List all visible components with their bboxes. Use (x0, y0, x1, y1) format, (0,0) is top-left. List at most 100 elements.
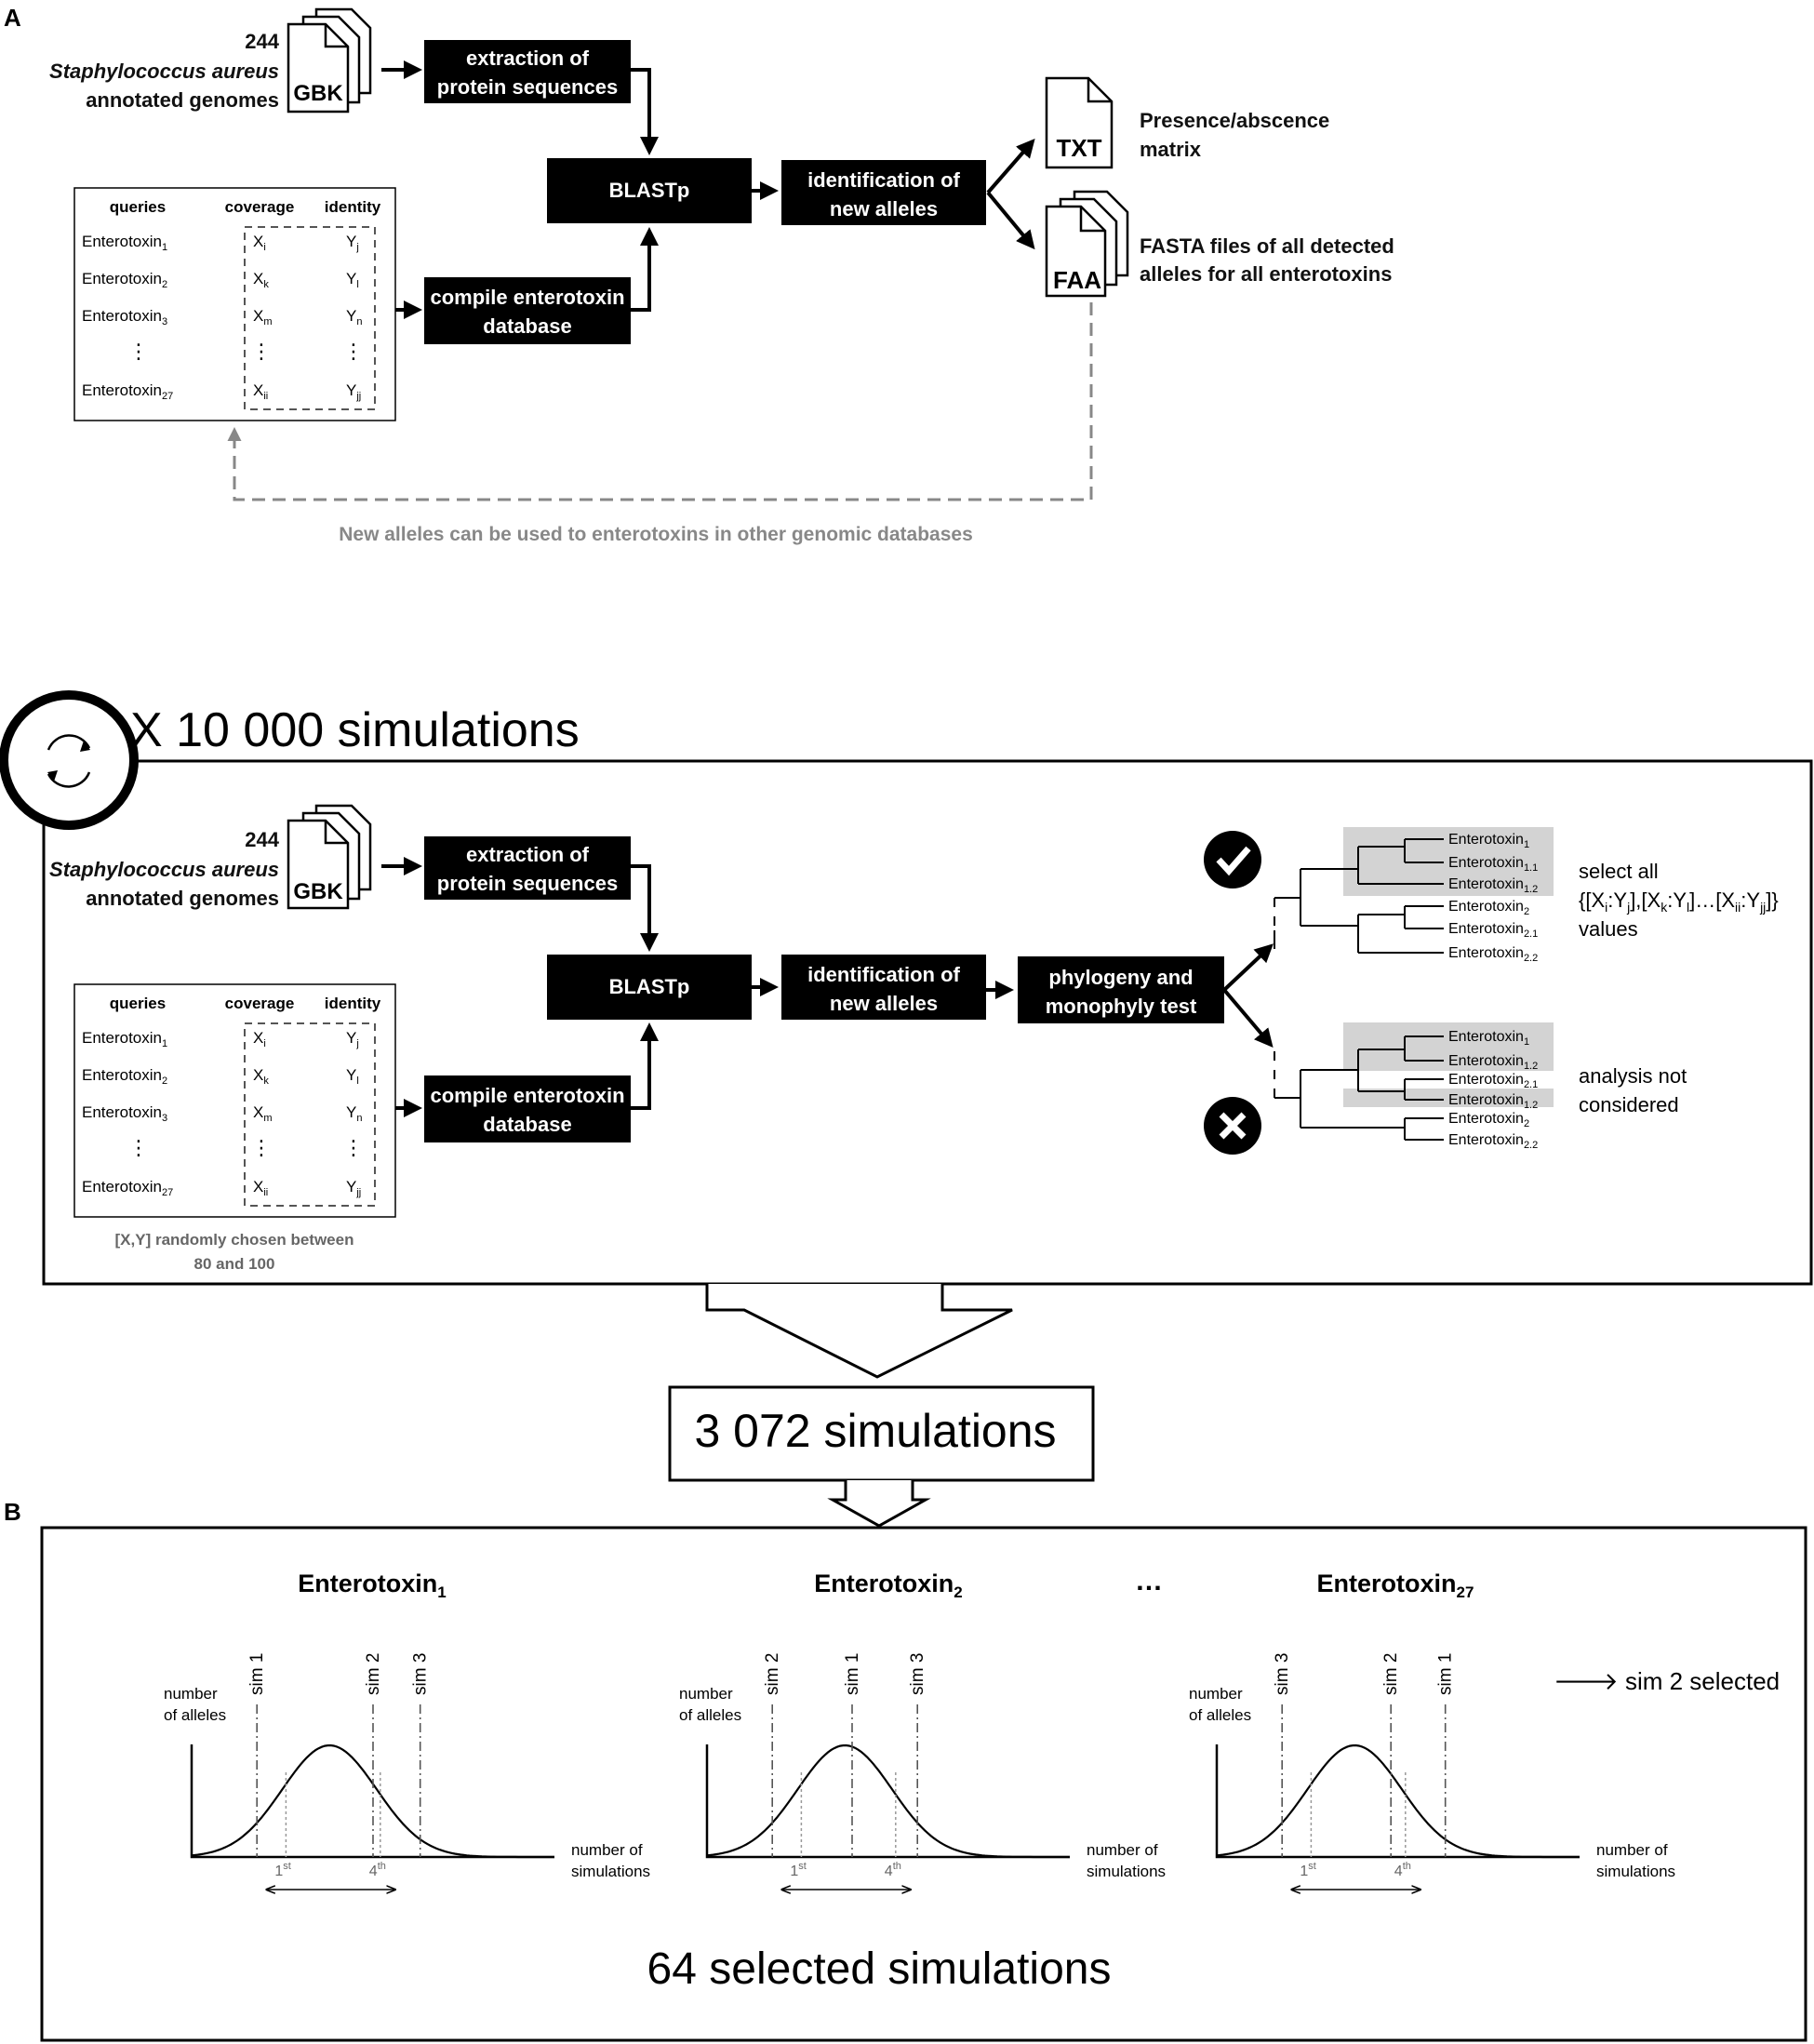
svg-text:annotated genomes: annotated genomes (86, 887, 279, 910)
txt-file-icon: TXT (1045, 76, 1114, 169)
svg-text:Enterotoxin27: Enterotoxin27 (82, 381, 173, 402)
sim-label: sim 1 (247, 1653, 267, 1695)
svg-text:Staphylococcus aureus: Staphylococcus aureus (49, 858, 279, 881)
panel-b: B … 🡒 sim 2 selected Enterotoxin1numbero… (4, 1498, 1807, 2042)
selection-note: 🡒 sim 2 selected (1554, 1667, 1780, 1695)
table-ellipsis: ⋮ (128, 340, 149, 363)
select-values-label: {[Xi:Yj],[Xk:Yl]…[Xii:Yjj]} (1579, 888, 1779, 915)
svg-text:⋮: ⋮ (343, 1136, 364, 1159)
y-axis-label: number (164, 1685, 218, 1703)
svg-text:80 and 100: 80 and 100 (194, 1255, 275, 1273)
blastp-box: BLASTp (547, 955, 752, 1020)
panel-a-label: A (4, 4, 21, 32)
check-icon (1204, 831, 1261, 888)
svg-text:244: 244 (245, 828, 279, 851)
svg-text:new alleles: new alleles (830, 197, 938, 220)
svg-text:Enterotoxin1: Enterotoxin1 (82, 233, 167, 253)
svg-text:queries: queries (110, 995, 166, 1012)
sim-label: sim 1 (1436, 1653, 1456, 1695)
chart-title: Enterotoxin27 (1317, 1570, 1474, 1601)
sim-label: sim 2 (763, 1653, 782, 1695)
axes (1215, 1744, 1580, 1859)
svg-text:simulations: simulations (571, 1863, 650, 1880)
svg-text:Enterotoxin2: Enterotoxin2 (82, 1066, 167, 1087)
bottom-label: 64 selected simulations (647, 1944, 1112, 1994)
axes (705, 1744, 1070, 1859)
chart-title: Enterotoxin1 (298, 1570, 446, 1601)
first-quartile-label: 1st (274, 1861, 290, 1879)
svg-text:Xm: Xm (253, 1103, 273, 1124)
svg-text:Xii: Xii (253, 381, 268, 402)
distribution-charts: Enterotoxin1 number of alleles number of sim… (164, 1570, 1675, 1890)
compile-box: compile enterotoxin database (424, 1075, 631, 1142)
tree-monophyletic: Enterotoxin1Enterotoxin1.1Enterotoxin1.2… (1274, 827, 1554, 964)
tree-leaf-label: Enterotoxin2.1 (1448, 921, 1538, 940)
tree-leaf-label: Enterotoxin1.1 (1448, 855, 1538, 874)
svg-text:of alleles: of alleles (1189, 1706, 1251, 1724)
genome-species: Staphylococcus aureus (49, 60, 279, 83)
svg-text:identity: identity (325, 995, 381, 1012)
svg-text:GBK: GBK (293, 879, 343, 904)
cycle-icon (0, 690, 139, 830)
axes (190, 1744, 554, 1859)
tree-leaf-label: Enterotoxin2 (1448, 899, 1529, 917)
first-quartile-label: 1st (1300, 1861, 1315, 1879)
distribution-curve (706, 1743, 1070, 1859)
feedback-arrow (227, 302, 1093, 501)
gbk-file-label: GBK (293, 81, 343, 106)
gbk-file-icon: GBK (287, 7, 372, 114)
svg-text:protein sequences: protein sequences (437, 872, 618, 895)
svg-text:compile enterotoxin: compile enterotoxin (430, 1084, 624, 1107)
x-axis-label: number of (1596, 1841, 1668, 1859)
tree-leaf-label: Enterotoxin2.2 (1448, 945, 1538, 964)
svg-text:BLASTp: BLASTp (609, 179, 690, 202)
extraction-box: extraction of protein sequences (424, 836, 631, 900)
funnel-arrow (705, 1284, 1013, 1379)
svg-text:extraction of: extraction of (466, 843, 590, 866)
svg-text:Xk: Xk (253, 270, 269, 290)
svg-text:coverage: coverage (225, 995, 295, 1012)
svg-text:⋮: ⋮ (128, 1136, 149, 1159)
svg-text:protein sequences: protein sequences (437, 75, 618, 99)
select-label: select all (1579, 860, 1659, 883)
svg-text:Xk: Xk (253, 1066, 269, 1087)
sim-label: sim 3 (908, 1653, 927, 1695)
tree-leaf-label: Enterotoxin2 (1448, 1111, 1529, 1129)
reject-label: analysis not (1579, 1064, 1687, 1088)
down-arrow (827, 1480, 931, 1528)
tree-leaf-label: Enterotoxin2.1 (1448, 1072, 1538, 1090)
distribution-curve (1216, 1743, 1580, 1859)
svg-text:extraction of: extraction of (466, 47, 590, 70)
chart-title: Enterotoxin2 (814, 1570, 962, 1601)
svg-text:⋮: ⋮ (251, 340, 272, 363)
table-header-queries: queries (110, 198, 166, 216)
svg-text:BLASTp: BLASTp (609, 975, 690, 998)
phylogeny-box: phylogeny and monophyly test (1018, 956, 1224, 1023)
feedback-label: New alleles can be used to enterotoxins … (339, 524, 973, 545)
identification-box: identification of new alleles (781, 160, 986, 225)
distribution-chart: Enterotoxin27 number of alleles number of si… (1189, 1570, 1675, 1890)
first-quartile-label: 1st (790, 1861, 806, 1879)
result-label: 3 072 simulations (694, 1405, 1056, 1457)
svg-text:database: database (483, 1113, 571, 1136)
svg-text:⋮: ⋮ (343, 340, 364, 363)
y-axis-label: number (1189, 1685, 1243, 1703)
svg-text:⋮: ⋮ (251, 1136, 272, 1159)
simulation-block: X 10 000 simulations 244 Staphylococcus … (0, 690, 1813, 1286)
tree-leaf-label: Enterotoxin1.2 (1448, 1053, 1538, 1072)
svg-text:Yj: Yj (346, 233, 359, 253)
svg-text:of alleles: of alleles (679, 1706, 741, 1724)
x-axis-label: number of (571, 1841, 643, 1859)
faa-label: FASTA files of all detected (1140, 234, 1394, 258)
svg-text:Xm: Xm (253, 307, 273, 327)
y-axis-label: number (679, 1685, 733, 1703)
svg-text:Enterotoxin3: Enterotoxin3 (82, 1103, 167, 1124)
